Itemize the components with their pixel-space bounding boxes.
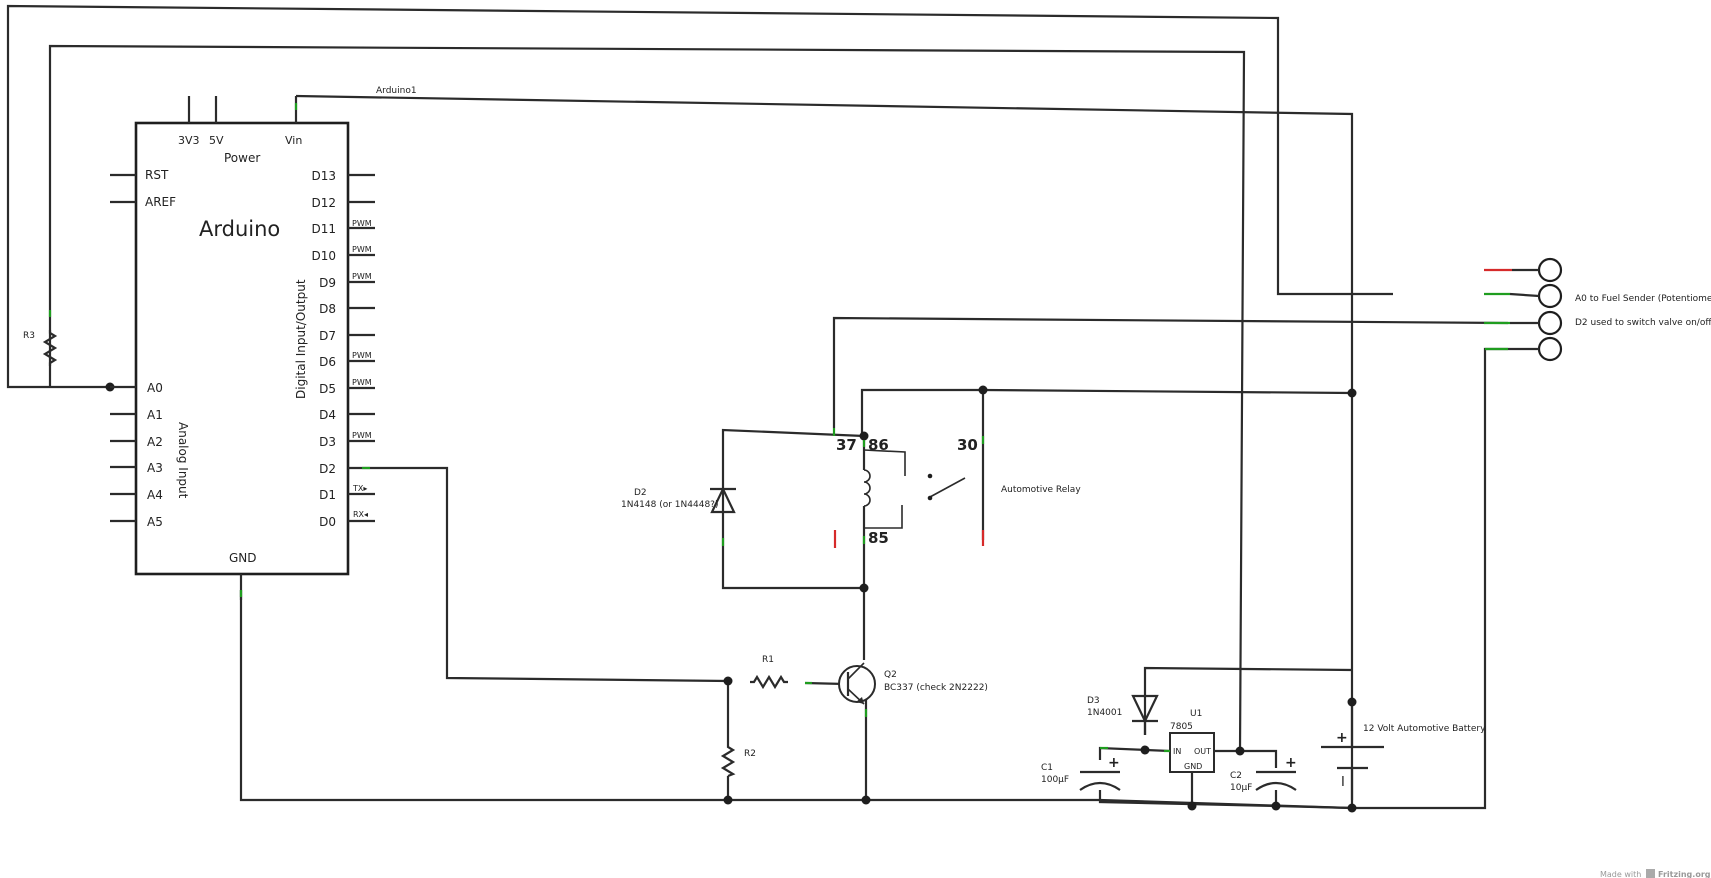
u1-out-label: OUT [1194,747,1211,756]
u1-in-label: IN [1173,747,1181,756]
automotive-relay: 37 86 85 30 Automotive Relay [832,428,1081,547]
diode-d2: D2 1N4148 (or 1N4448?) [621,486,736,546]
connector-terminals: A0 to Fuel Sender (Potentiometer) D2 use… [1508,257,1711,362]
q2-name-label: Q2 [884,670,897,680]
arduino-right-pin-labels: D13 D12 D11 D10 D9 D8 D7 D6 D5 D4 D3 D2 … [311,169,336,529]
pwm-label-d5: PWM [352,378,372,387]
connector-d2-label: D2 used to switch valve on/off [1575,318,1711,328]
battery-label: 12 Volt Automotive Battery [1363,724,1486,734]
battery-plus-label: + [1336,730,1348,746]
pin-label-a2: A2 [147,435,163,449]
fritzing-logo-icon [1646,869,1655,878]
pwm-label-d3: PWM [352,431,372,440]
d3-name-label: D3 [1087,696,1100,706]
pwm-label-d10: PWM [352,245,372,254]
arduino-left-pin-stubs [110,173,136,523]
d3-part-label: 1N4001 [1087,708,1122,718]
pin-label-d9: D9 [319,276,336,290]
pin-label-d4: D4 [319,408,336,422]
power-pin-vin: Vin [285,134,302,147]
c2-value-label: 10µF [1230,783,1252,793]
pin-label-d10: D10 [311,249,336,263]
c1-value-label: 100µF [1041,775,1069,785]
resistor-r3: R3 [23,310,58,366]
pin-label-d13: D13 [311,169,336,183]
u1-gnd-label: GND [1184,762,1202,771]
tx-label: TX▸ [352,484,367,493]
relay-pin-30: 30 [957,436,978,454]
arduino-module: Arduino1 Arduino 3V3 5V Vin Power RST AR… [110,86,417,600]
d2-name-label: D2 [634,488,647,498]
capacitor-c2: + C2 10µF [1230,755,1297,793]
pin-label-d7: D7 [319,329,336,343]
digital-io-title: Digital Input/Output [294,279,308,399]
pin-label-d0: D0 [319,515,336,529]
pin-label-d11: D11 [311,222,336,236]
pin-label-aref: AREF [145,195,176,209]
arduino-ref-label: Arduino1 [376,86,417,96]
pin-label-d3: D3 [319,435,336,449]
arduino-name: Arduino [199,217,280,241]
transistor-q2: Q2 BC337 (check 2N2222) [805,662,988,717]
u1-part-label: 7805 [1170,722,1193,732]
pin-label-d2: D2 [319,462,336,476]
q2-part-label: BC337 (check 2N2222) [884,683,988,693]
diode-d3: D3 1N4001 [1087,694,1159,735]
relay-pin-86: 86 [868,436,889,454]
d2-part-label: 1N4148 (or 1N4448?) [621,500,718,510]
made-with-label: Made with [1600,870,1641,878]
relay-label: Automotive Relay [1001,485,1081,495]
power-title: Power [224,151,260,165]
power-pin-5v: 5V [209,134,224,147]
c2-name-label: C2 [1230,771,1242,781]
rx-label: RX◂ [353,510,368,519]
pin-label-d5: D5 [319,382,336,396]
connector-a0-label: A0 to Fuel Sender (Potentiometer) [1575,294,1711,304]
r3-label: R3 [23,331,35,341]
c2-plus: + [1285,755,1297,771]
analog-input-title: Analog Input [176,422,190,499]
resistor-r2: R2 [720,744,756,778]
gnd-label: GND [229,551,257,565]
pin-label-d1: D1 [319,488,336,502]
fritzing-brand-label: Fritzing.org [1658,870,1711,878]
pin-label-a3: A3 [147,461,163,475]
c1-name-label: C1 [1041,763,1053,773]
pin-label-a0: A0 [147,381,163,395]
relay-pin-85: 85 [868,529,889,547]
arduino-right-pin-stubs [348,173,375,523]
pwm-label-d9: PWM [352,272,372,281]
capacitor-c1: + C1 100µF [1041,746,1121,791]
fritzing-watermark: Made with Fritzing.org [1600,869,1711,878]
pin-label-a4: A4 [147,488,163,502]
wires [6,4,1512,810]
pwm-label-d11: PWM [352,219,372,228]
pin-label-a1: A1 [147,408,163,422]
pwm-label-d6: PWM [352,351,372,360]
arduino-left-pin-labels: RST AREF A0 A1 A2 A3 A4 A5 [145,168,176,529]
u1-name-label: U1 [1190,709,1202,719]
pin-label-d6: D6 [319,355,336,369]
pwm-markers: PWM PWM PWM PWM PWM PWM [352,219,372,440]
r2-label: R2 [744,749,756,759]
regulator-u1: U1 7805 IN OUT GND [1164,709,1215,773]
relay-pin-37: 37 [836,436,857,454]
junctions [105,382,1357,813]
pin-label-a5: A5 [147,515,163,529]
resistor-r1: R1 [750,655,788,690]
pin-label-rst: RST [145,168,169,182]
r1-label: R1 [762,655,774,665]
battery-minus-label: I [1341,775,1345,790]
battery-12v: + I 12 Volt Automotive Battery [1321,724,1486,790]
c1-plus: + [1108,755,1120,771]
power-pin-3v3: 3V3 [178,134,200,147]
pin-label-d12: D12 [311,196,336,210]
pin-label-d8: D8 [319,302,336,316]
